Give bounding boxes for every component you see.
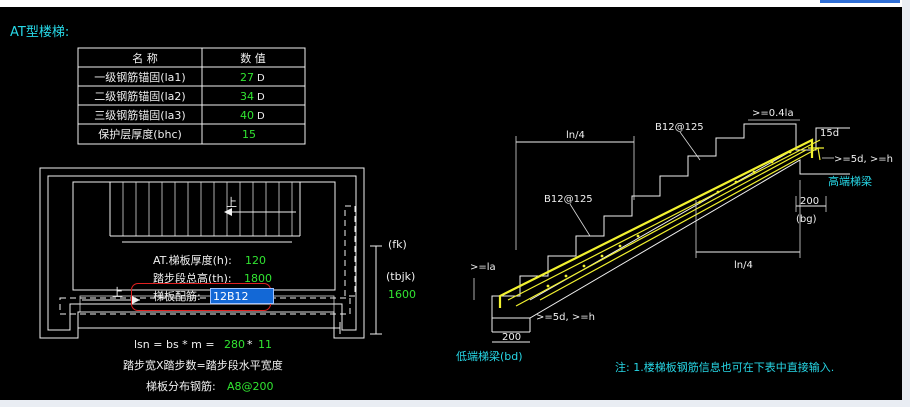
window-top-edge [0, 0, 910, 7]
note-text: 注: 1.楼梯板钢筋信息也可在下表中直接输入. [615, 360, 834, 374]
section-bg-label: (bg) [796, 214, 817, 225]
window-right-edge [902, 0, 910, 407]
stair-section-view: ln/4 ln/4 B12@125 B12@125 >=0.4la 15d >=… [456, 108, 893, 374]
step-description: 踏步宽X踏步数=踏步段水平宽度 [123, 358, 283, 372]
lsn-m-value[interactable]: 11 [258, 338, 272, 351]
table-row-la3-value[interactable]: 40 [240, 109, 254, 122]
section-200-right: 200 [800, 196, 819, 207]
section-rebar-top: B12@125 [655, 122, 704, 133]
step-total-height-value[interactable]: 1800 [244, 272, 272, 285]
slab-rebar-label: 梯板配筋: [153, 289, 201, 303]
distribution-rebar-label: 梯板分布钢筋: [146, 379, 216, 393]
low-end-beam-label: 低端梯梁(bd) [456, 349, 523, 363]
table-row-la1-value[interactable]: 27 [240, 71, 254, 84]
stair-type-title: AT型楼梯: [10, 25, 69, 40]
table-row-la3-name: 三级钢筋锚固(la3) [94, 108, 185, 122]
step-total-height-label: 踏步段总高(th): [153, 271, 232, 285]
section-rebar-left: B12@125 [544, 194, 593, 205]
stair-treads [109, 182, 301, 243]
slab-rebar-input[interactable] [210, 288, 274, 304]
plan-up-label-top: 上 [226, 196, 237, 209]
lsn-multiply: * [247, 338, 253, 351]
table-header-value: 数 值 [240, 52, 266, 65]
section-5d-right: >=5d, >=h [834, 154, 893, 165]
table-row-bhc-name: 保护层厚度(bhc) [98, 127, 182, 141]
lsn-bs-value[interactable]: 280 [224, 338, 245, 351]
section-200-left: 200 [502, 332, 521, 343]
window-accent-strip [820, 0, 900, 3]
distribution-rebar-value[interactable]: A8@200 [227, 380, 274, 393]
rebar-dots [546, 150, 792, 288]
table-row-la2-value[interactable]: 34 [240, 90, 254, 103]
section-5d-left: >=5d, >=h [536, 312, 595, 323]
section-anchor-04la: >=0.4la [752, 108, 794, 119]
table-row-la1-unit: D [257, 73, 265, 84]
section-la-left: >=la [470, 262, 496, 273]
table-row-bhc-value[interactable]: 15 [242, 128, 256, 141]
high-end-beam-label: 高端梯梁 [828, 174, 872, 188]
section-ln4-top: ln/4 [566, 130, 585, 141]
section-ln4-bottom: ln/4 [734, 260, 753, 271]
window-bottom-edge [0, 400, 910, 407]
slab-thickness-value[interactable]: 120 [245, 254, 266, 267]
table-row-la3-unit: D [257, 111, 265, 122]
stair-plan-view: 上 上 (fk) (tbjk) 1600 AT.梯板厚度(h): 120 踏步段… [39, 167, 416, 393]
plan-tbjk-label: (tbjk) [386, 270, 415, 283]
lsn-formula-prefix: lsn = bs * m = [134, 338, 215, 351]
table-row-la1-name: 一级钢筋锚固(la1) [94, 70, 185, 84]
plan-up-label-bottom: 上 [112, 286, 123, 299]
plan-fk-label: (fk) [388, 238, 407, 251]
slab-thickness-label: AT.梯板厚度(h): [153, 253, 232, 267]
table-row-la2-name: 二级钢筋锚固(la2) [94, 89, 185, 103]
parameter-table: 名 称 数 值 一级钢筋锚固(la1) 27 D 二级钢筋锚固(la2) 34 … [77, 47, 306, 145]
table-row-la2-unit: D [257, 92, 265, 103]
section-15d: 15d [820, 128, 839, 139]
table-header-name: 名 称 [132, 51, 158, 65]
plan-tbjk-value[interactable]: 1600 [388, 288, 416, 301]
